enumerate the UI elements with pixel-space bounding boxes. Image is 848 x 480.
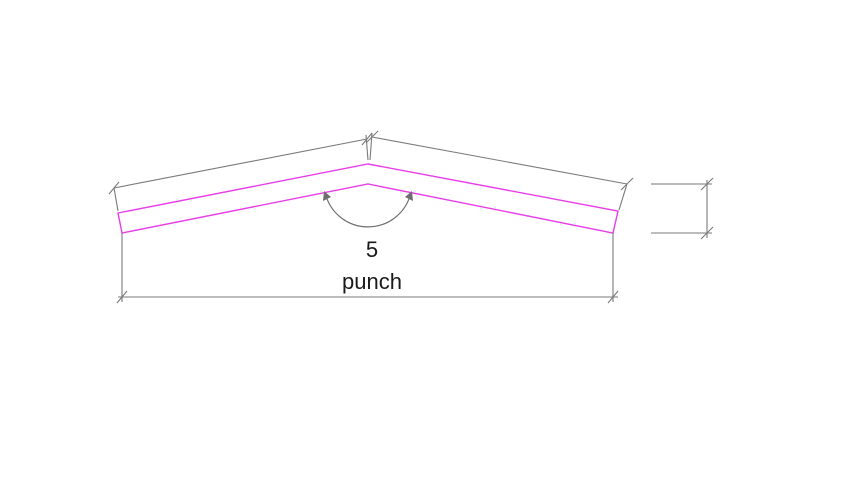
apex-extension-line-right — [369, 132, 373, 161]
height-tick-bottom — [700, 226, 714, 240]
bend-angle-arc — [325, 195, 411, 228]
right-flange-dimension-line — [371, 136, 628, 185]
bend-angle-arrow-right-icon — [405, 191, 413, 201]
left-flange-dimension-line — [113, 138, 368, 189]
overall-width-tick-left — [116, 290, 128, 304]
bent-sheet-profile[interactable] — [117, 163, 619, 234]
overall-width-dimension[interactable] — [116, 233, 619, 304]
overall-width-tick-right — [607, 290, 619, 304]
right-flange-extension-line — [618, 183, 628, 211]
left-flange-tick-end — [361, 132, 373, 146]
left-flange-extension-line — [113, 187, 119, 212]
apex-extension-line-left — [365, 134, 369, 161]
height-dimension[interactable] — [651, 177, 714, 240]
bend-count-label: 5 — [366, 237, 378, 262]
bend-angle-arrow-left-icon — [323, 191, 331, 201]
height-tick-top — [700, 177, 714, 191]
bend-angle-indicator[interactable] — [323, 191, 413, 228]
apex-extension — [365, 132, 373, 161]
profile-outline — [117, 163, 619, 234]
right-flange-dimension[interactable] — [365, 130, 634, 211]
tool-label: punch — [342, 269, 402, 294]
left-flange-dimension[interactable] — [108, 132, 373, 212]
